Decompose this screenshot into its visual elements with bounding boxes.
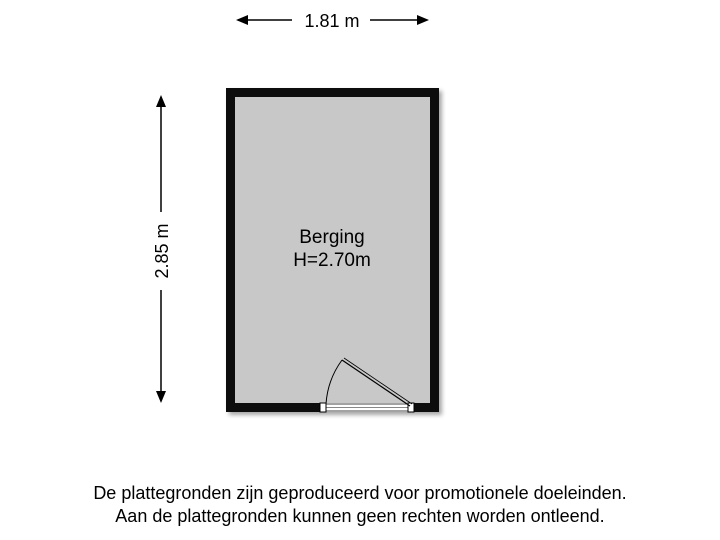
height-arrow-top [156, 95, 166, 107]
door-leaf [341, 359, 411, 407]
width-arrow-right [417, 15, 429, 25]
height-dimension-label: 2.85 m [152, 223, 172, 278]
door-jamb-right [407, 402, 415, 413]
height-dimension: 2.85 m [152, 95, 172, 403]
width-dimension-label: 1.81 m [304, 11, 359, 31]
disclaimer: De plattegronden zijn geproduceerd voor … [0, 482, 720, 528]
door-swing-arc [325, 359, 343, 405]
width-dimension: 1.81 m [236, 11, 429, 31]
room-height: H=2.70m [293, 250, 371, 271]
disclaimer-line-1: De plattegronden zijn geproduceerd voor … [93, 483, 627, 503]
height-arrow-bottom [156, 391, 166, 403]
disclaimer-line-2: Aan de plattegronden kunnen geen rechten… [115, 506, 605, 526]
room-berging: Berging H=2.70m [226, 88, 439, 413]
room-floor [235, 97, 430, 403]
width-arrow-left [236, 15, 248, 25]
room-name: Berging [299, 227, 365, 248]
door-leaf-edge [343, 357, 413, 405]
door-jamb-left [319, 402, 327, 413]
